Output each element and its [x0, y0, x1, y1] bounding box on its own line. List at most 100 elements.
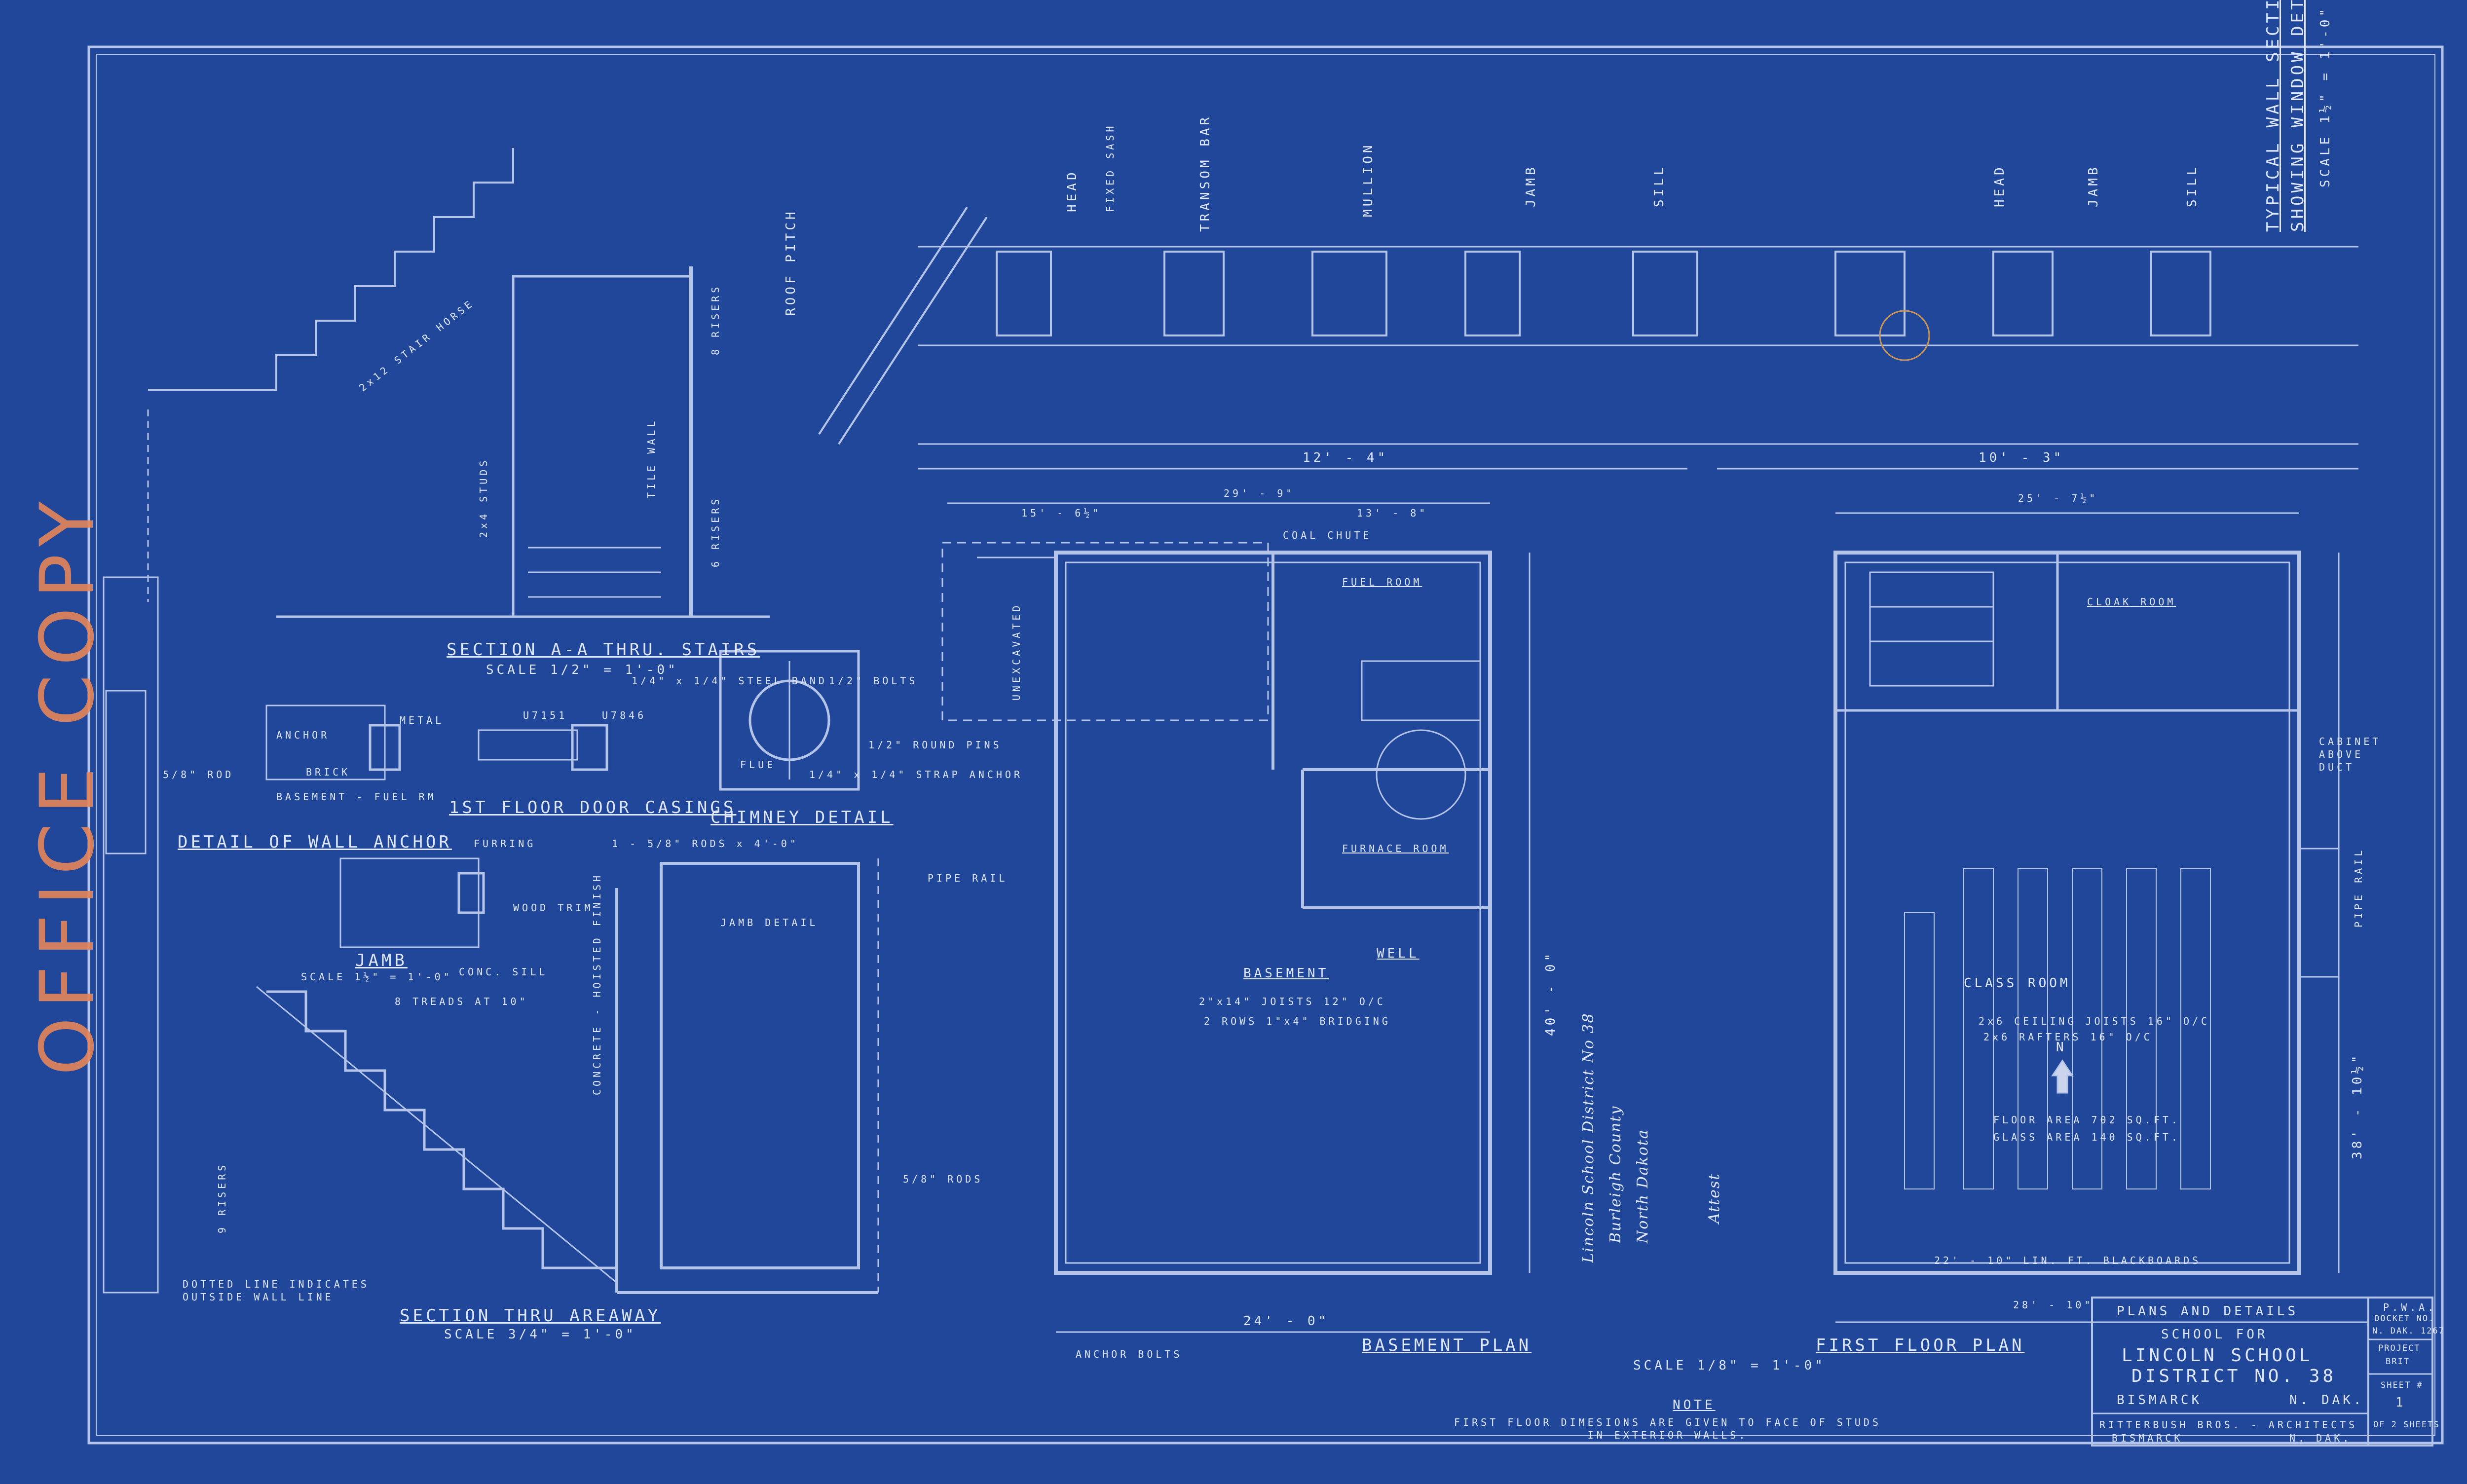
tb-arch-state: N. DAK.: [2289, 1432, 2352, 1444]
wall-label-head-2: HEAD: [1992, 164, 2007, 207]
stairs-title: SECTION A-A THRU. STAIRS: [447, 640, 760, 660]
coal-chute-label: COAL CHUTE: [1283, 529, 1372, 541]
wall-section-scale: SCALE 1½" = 1'-0": [2318, 5, 2333, 187]
chimney-note-band: 1/4" x 1/4" STEEL BAND: [632, 675, 827, 687]
signature-county: Burleigh County: [1607, 1105, 1624, 1243]
tb-arch-city: BISMARCK: [2112, 1432, 2183, 1444]
tb-project-no: BRIT: [2386, 1357, 2410, 1367]
basement-dim-width: 24' - 0": [1243, 1314, 1329, 1329]
wall-section-subtitle: SHOWING WINDOW DETAILS: [2288, 0, 2308, 232]
casing-note-basement: BASEMENT - FUEL RM: [276, 791, 437, 803]
wall-label-jamb-2: JAMB: [2086, 164, 2101, 207]
anchor-note-brick: BRICK: [306, 766, 351, 778]
wall-label-head: HEAD: [1065, 169, 1080, 212]
signature-attest: Attest: [1706, 1173, 1723, 1224]
fuel-room-label: FUEL ROOM: [1342, 576, 1422, 588]
wall-label-transom-bar: TRANSOM BAR: [1198, 114, 1213, 232]
wall-label-jamb: JAMB: [1524, 164, 1538, 207]
note-text: FIRST FLOOR DIMESIONS ARE GIVEN TO FACE …: [1454, 1416, 1881, 1441]
jamb-note-sill: CONC. SILL: [459, 966, 548, 978]
signature-district: Lincoln School District No 38: [1580, 1012, 1597, 1263]
signature-state: North Dakota: [1634, 1129, 1651, 1243]
basement-room-label: BASEMENT: [1243, 966, 1329, 981]
basement-dim-top: 29' - 9": [1224, 487, 1295, 499]
areaway-note-risers: 9 RISERS: [216, 1162, 228, 1233]
chimney-note-flue: FLUE: [740, 759, 776, 771]
anchor-note-anchor: ANCHOR: [276, 729, 330, 741]
stairs-note-studs: 2x4 STUDS: [478, 457, 489, 538]
jamb-title: JAMB: [355, 951, 408, 970]
areaway-title: SECTION THRU AREAWAY: [400, 1306, 661, 1326]
ff-dim-bottom: 28' - 10": [2013, 1299, 2093, 1311]
blackboard-note: 22' - 10" LIN. FT. BLACKBOARDS: [1934, 1255, 2202, 1266]
well-label: WELL: [1377, 946, 1420, 961]
wall-label-fixed-sash: FIXED SASH: [1104, 123, 1116, 212]
chimney-note-strap: 1/4" x 1/4" STRAP ANCHOR: [809, 769, 1023, 780]
jamb-scale: SCALE 1½" = 1'-0": [301, 971, 452, 983]
floor-area: FLOOR AREA 702 SQ.FT.: [1993, 1114, 2180, 1126]
cabinet-note: CABINET ABOVE DUCT: [2319, 736, 2382, 773]
tb-header: PLANS AND DETAILS: [2117, 1304, 2299, 1319]
glass-area: GLASS AREA 140 SQ.FT.: [1993, 1131, 2180, 1143]
anchor-note-metal: METAL: [400, 714, 445, 726]
wall-anchor-title: DETAIL OF WALL ANCHOR: [178, 832, 452, 852]
areaway-note-concrete: CONCRETE - HOISTED FINISH: [591, 872, 603, 1095]
door-casings-title: 1ST FLOOR DOOR CASINGS: [449, 798, 737, 817]
chimney-note-pins: 1/2" ROUND PINS: [868, 739, 1002, 751]
areaway-note-jamb: JAMB DETAIL: [720, 917, 819, 928]
tb-state: N. DAK.: [2289, 1393, 2364, 1408]
ceiling-joists: 2x6 CEILING JOISTS 16" O/C: [1979, 1015, 2210, 1027]
chimney-title: CHIMNEY DETAIL: [710, 808, 894, 827]
ff-dim-right: 38' - 10½": [2350, 1052, 2365, 1159]
unexcavated-label: UNEXCAVATED: [1010, 602, 1022, 701]
areaway-note-rods: 5/8" RODS: [903, 1173, 983, 1185]
chimney-note-bolts: 1/2" BOLTS: [829, 675, 918, 687]
first-floor-plan-title: FIRST FLOOR PLAN: [1816, 1336, 2025, 1355]
tb-school-for: SCHOOL FOR: [2161, 1327, 2268, 1342]
north-arrow-label: N: [2056, 1040, 2067, 1055]
stairs-scale: SCALE 1/2" = 1'-0": [486, 663, 678, 677]
stairs-note-risers-6: 6 RISERS: [710, 496, 721, 567]
note-title: NOTE: [1673, 1398, 1716, 1412]
basement-joists: 2"x14" JOISTS 12" O/C: [1199, 996, 1386, 1007]
areaway-note-pipe-rail: PIPE RAIL: [928, 872, 1008, 884]
rafters: 2x6 RAFTERS 16" O/C: [1983, 1031, 2153, 1043]
areaway-note-dotted: DOTTED LINE INDICATES OUTSIDE WALL LINE: [183, 1278, 370, 1303]
anchor-note-rod: 5/8" ROD: [163, 769, 234, 780]
wall-label-sill-2: SILL: [2185, 164, 2200, 207]
tb-project: PROJECT: [2378, 1343, 2421, 1353]
basement-dim-right: 13' - 8": [1357, 507, 1428, 519]
basement-dim-length: 40' - 0": [1543, 950, 1558, 1036]
jamb-note-wood: WOOD TRIM: [513, 902, 594, 914]
tb-docket: DOCKET NO.: [2374, 1314, 2435, 1324]
roof-pitch-label: ROOF PITCH: [784, 209, 798, 316]
areaway-scale: SCALE 3/4" = 1'-0": [444, 1327, 636, 1342]
ff-dim-top: 25' - 7½": [2018, 492, 2098, 504]
tb-city: BISMARCK: [2117, 1393, 2203, 1408]
cloak-room-label: CLOAK ROOM: [2087, 596, 2176, 608]
basement-plan-title: BASEMENT PLAN: [1362, 1336, 1532, 1355]
furnace-room-label: FURNACE ROOM: [1342, 843, 1449, 854]
areaway-note-rods-4: 1 - 5/8" RODS x 4'-0": [612, 838, 799, 850]
basement-bridging: 2 ROWS 1"x4" BRIDGING: [1204, 1015, 1391, 1027]
wall-dim-2: 10' - 3": [1979, 450, 2064, 465]
office-copy-stamp: OFFICE COPY: [25, 492, 111, 1076]
jamb-note-furring: FURRING: [474, 838, 536, 850]
plan-scale: SCALE 1/8" = 1'-0": [1633, 1358, 1826, 1373]
tb-architects: RITTERBUSH BROS. - ARCHITECTS: [2099, 1419, 2358, 1431]
jamb-note-treads: 8 TREADS AT 10": [395, 996, 528, 1007]
wall-label-sill: SILL: [1652, 164, 1667, 207]
stairs-note-tile-wall: TILE WALL: [645, 418, 657, 498]
tb-sheet-no: 1: [2395, 1395, 2406, 1410]
anchor-bolts-label: ANCHOR BOLTS: [1076, 1348, 1183, 1360]
wall-dim-1: 12' - 4": [1303, 450, 1388, 465]
stairs-note-risers-8: 8 RISERS: [710, 284, 721, 355]
ff-pipe-rail: PIPE RAIL: [2353, 847, 2364, 928]
casing-note-u7151: U7151: [523, 709, 568, 721]
tb-sheet: SHEET #: [2381, 1380, 2423, 1390]
class-room-label: CLASS ROOM: [1964, 976, 2071, 991]
casing-note-u7846: U7846: [602, 709, 647, 721]
tb-docket-no: N. DAK. 1267: [2372, 1326, 2445, 1336]
